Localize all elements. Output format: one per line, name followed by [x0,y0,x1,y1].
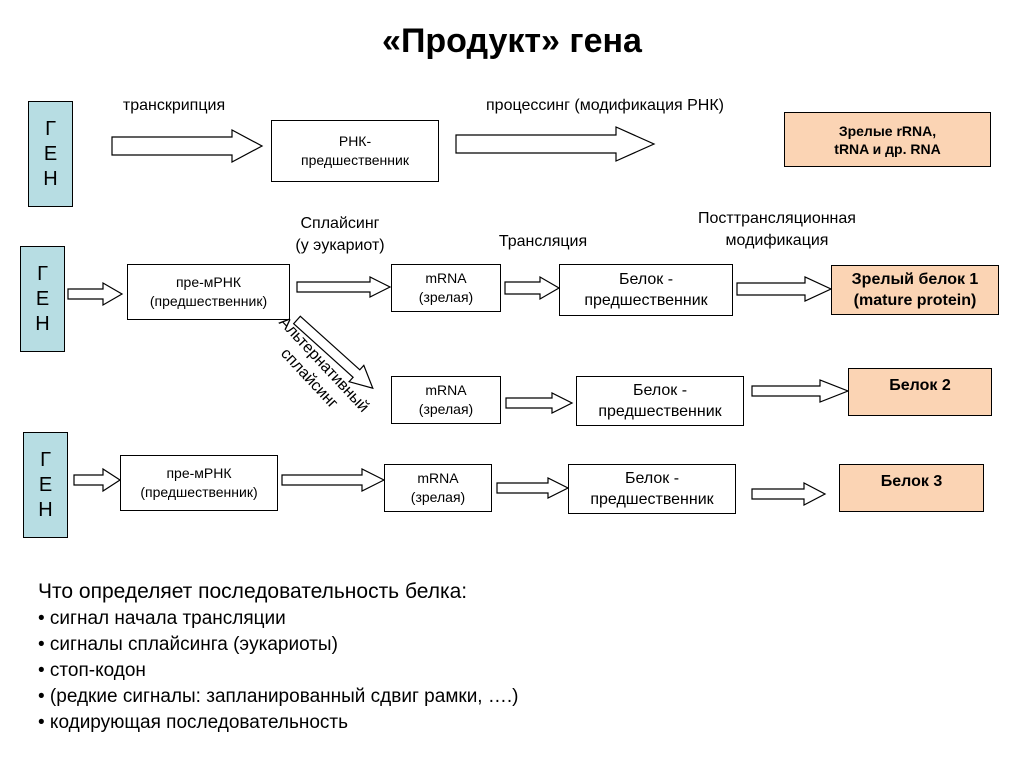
gene-box-2: Г Е Н [20,246,65,352]
translation-label: Трансляция [498,233,588,250]
rna-precursor-box: РНК- предшественник [271,120,439,182]
arrow-translation-3 [496,477,570,499]
transcription-label: транскрипция [122,97,226,114]
gene-letter: Н [43,167,58,190]
gene-box-1: Г Е Н [28,101,73,207]
arrow-ptm-1 [736,276,833,302]
list-item: • стоп-кодон [38,660,146,681]
protein-precursor-box-3: Белок - предшественник [568,464,736,514]
mature-protein-1-box: Зрелый белок 1 (mature protein) [831,265,999,315]
notes-list: • сигнал начала трансляции • сигналы спл… [38,606,518,736]
arrow-alt-splicing [292,315,374,390]
list-item: • сигнал начала трансляции [38,608,286,629]
mrna-box-2: mRNA (зрелая) [391,376,501,424]
mrna-box-1: mRNA (зрелая) [391,264,501,312]
list-item: • (редкие сигналы: запланированный сдвиг… [38,686,519,707]
notes-heading: Что определяет последовательность белка: [38,580,468,603]
page-title: «Продукт» гена [382,22,642,60]
protein-sequence-notes: Что определяет последовательность белка:… [38,578,518,736]
gene-letter: Е [38,473,53,496]
arrow-ptm-2 [751,379,850,403]
arrow-transcription [111,129,264,163]
protein-precursor-box-1: Белок - предшественник [559,264,733,316]
arrow-ptm-3 [751,482,827,506]
gene-letter: Г [37,262,48,285]
gene-letter: Г [40,448,51,471]
arrow-processing [455,126,656,162]
gene-letter: Е [35,287,50,310]
arrow-gene-to-premrna-3 [73,467,122,493]
arrow-splicing-3 [281,468,386,492]
arrow-translation-1 [504,275,561,301]
pre-mrna-box-3: пре-мРНК (предшественник) [120,455,278,511]
splicing-label: Сплайсинг (у эукариот) [295,215,385,254]
mature-rna-box: Зрелые rRNA, tRNA и др. RNA [784,112,991,167]
arrow-translation-2 [505,392,574,414]
gene-box-3: Г Е Н [23,432,68,538]
gene-letter: Г [45,117,56,140]
protein-3-box: Белок 3 [839,464,984,512]
gene-letter: Н [38,498,53,521]
protein-2-box: Белок 2 [848,368,992,416]
ptm-label: Посттрансляционная модификация [698,210,856,249]
protein-precursor-box-2: Белок - предшественник [576,376,744,426]
list-item: • сигналы сплайсинга (эукариоты) [38,634,338,655]
gene-letter: Е [43,142,58,165]
arrow-splicing-1 [296,276,392,298]
arrow-gene-to-premrna-1 [67,281,124,307]
pre-mrna-box-1: пре-мРНК (предшественник) [127,264,290,320]
gene-letter: Н [35,312,50,335]
processing-label: процессинг (модификация РНК) [486,97,724,114]
list-item: • кодирующая последовательность [38,712,349,733]
mrna-box-3: mRNA (зрелая) [384,464,492,512]
